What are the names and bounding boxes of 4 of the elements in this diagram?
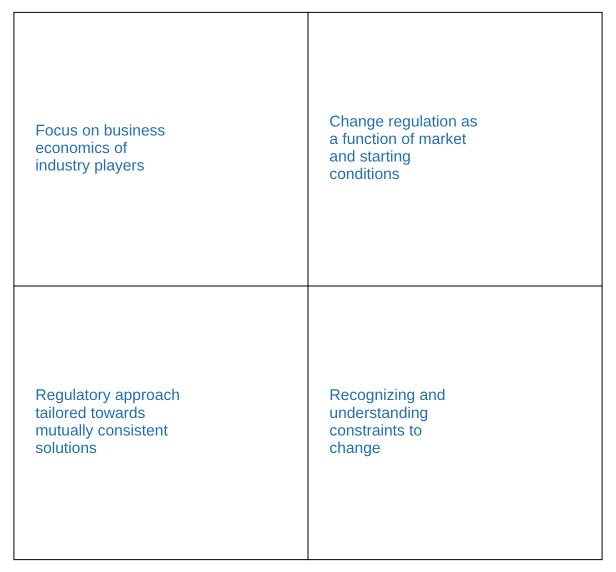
node-box: Recognizing and understanding constraints to change (308, 286, 603, 560)
node-box: Focus on business economics of industry players (13, 12, 308, 286)
node-box: Regulatory approach tailored towards mutually consistent solutions (13, 286, 308, 560)
node-box: Change regulation as a function of market and starting conditions (308, 12, 603, 286)
